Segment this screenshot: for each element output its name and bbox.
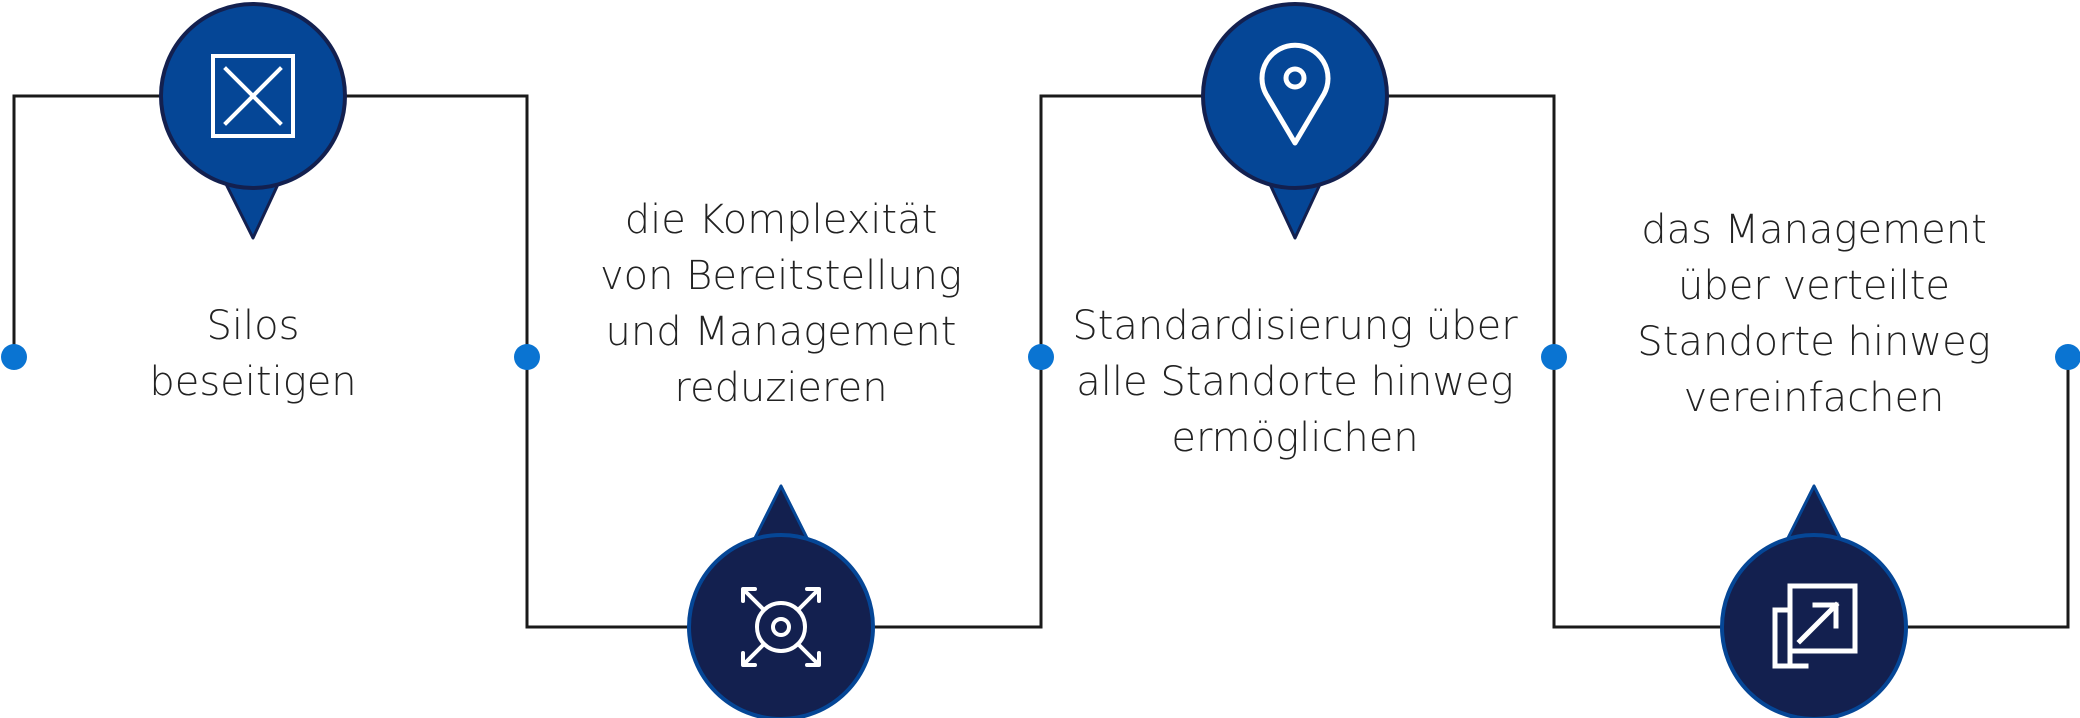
step-4-line-2: über verteilte (1677, 263, 1951, 309)
expand-arrow-icon (1772, 583, 1858, 669)
node-dot-5 (2055, 344, 2080, 370)
pin-step-2 (687, 484, 875, 718)
node-dot-1 (1, 344, 27, 370)
step-3-line-1: Standardisierung über (1072, 303, 1518, 349)
step-2-line-2: von Bereitstellung (599, 253, 963, 299)
node-dot-3 (1028, 344, 1054, 370)
node-dot-2 (514, 344, 540, 370)
step-1-line-2: beseitigen (149, 359, 357, 405)
scan-target-icon (741, 587, 821, 667)
step-4-line-3: Standorte hinweg (1637, 319, 1991, 365)
step-3-line-3: ermöglichen (1171, 415, 1419, 461)
pin-step-1 (159, 2, 347, 240)
box-x-icon (211, 54, 295, 138)
step-2-line-3: und Management (605, 309, 957, 355)
step-4-text: das Management über verteilte Standorte … (1589, 202, 2039, 426)
node-dot-4 (1541, 344, 1567, 370)
step-4-line-4: vereinfachen (1683, 375, 1945, 421)
step-4-line-1: das Management (1641, 207, 1987, 253)
pin-step-3 (1201, 2, 1389, 240)
pin-step-4 (1720, 484, 1908, 718)
step-3-line-2: alle Standorte hinweg (1076, 359, 1514, 405)
step-1-line-1: Silos (206, 303, 300, 349)
step-2-text: die Komplexität von Bereitstellung und M… (571, 192, 991, 416)
map-pin-icon (1259, 42, 1331, 146)
step-3-text: Standardisierung über alle Standorte hin… (1060, 298, 1530, 466)
step-2-line-4: reduzieren (674, 365, 888, 411)
step-1-text: Silos beseitigen (103, 298, 403, 410)
step-2-line-1: die Komplexität (624, 197, 938, 243)
